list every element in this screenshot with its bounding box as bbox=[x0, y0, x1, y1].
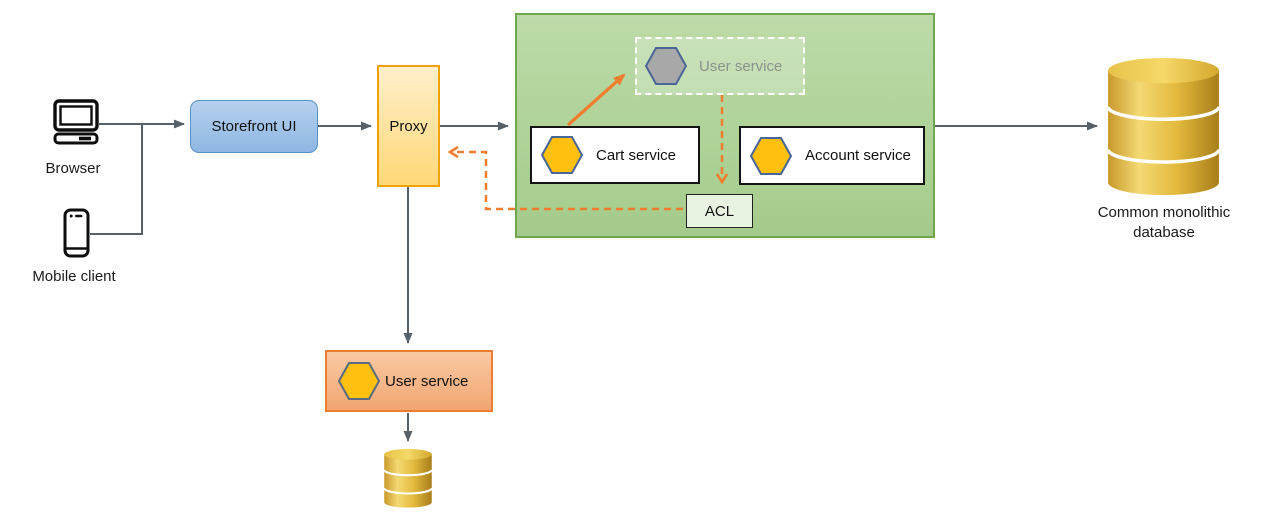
service-hexagon-icon bbox=[750, 136, 792, 175]
browser-label: Browser bbox=[45, 160, 101, 177]
cart-service-node: Cart service bbox=[530, 126, 700, 184]
browser-icon bbox=[53, 99, 99, 145]
service-hexagon-icon bbox=[338, 362, 380, 400]
user-service-ghost-node: User service bbox=[635, 37, 805, 95]
monolith-container: User service Cart service Account servic… bbox=[515, 13, 935, 238]
common-database-label: Common monolithic database bbox=[1097, 204, 1231, 241]
service-hexagon-icon bbox=[645, 47, 687, 85]
service-hexagon-icon bbox=[541, 136, 583, 174]
user-service-ghost-label: User service bbox=[699, 57, 783, 75]
proxy-node: Proxy bbox=[377, 65, 440, 187]
extracted-user-service-node: User service bbox=[325, 350, 493, 412]
extracted-user-service-label: User service bbox=[385, 372, 469, 390]
account-service-label: Account service bbox=[805, 147, 911, 164]
database-icon bbox=[383, 448, 433, 508]
proxy-label: Proxy bbox=[389, 117, 428, 135]
storefront-ui-node: Storefront UI bbox=[190, 100, 318, 153]
storefront-ui-label: Storefront UI bbox=[211, 118, 297, 135]
acl-node: ACL bbox=[686, 194, 753, 228]
cart-service-label: Cart service bbox=[596, 146, 677, 164]
mobile-client-label: Mobile client bbox=[32, 268, 116, 285]
acl-label: ACL bbox=[704, 202, 735, 220]
database-icon bbox=[1106, 57, 1221, 196]
mobile-client-icon bbox=[63, 208, 90, 258]
account-service-node: Account service bbox=[739, 126, 925, 185]
